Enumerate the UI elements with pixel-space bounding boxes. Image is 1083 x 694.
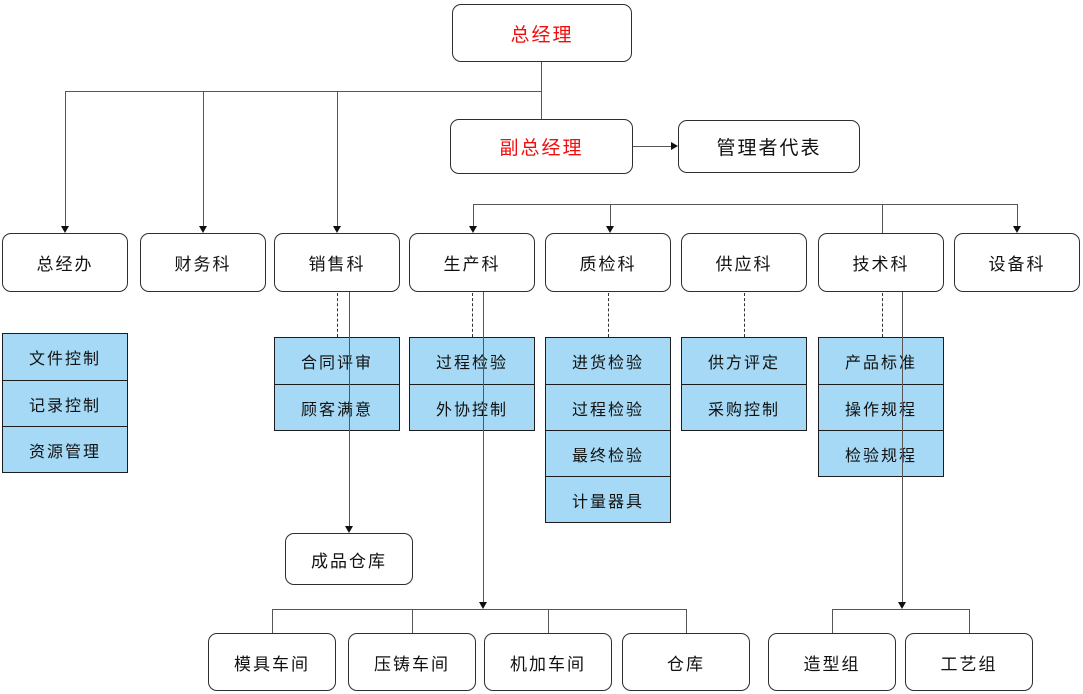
arrowhead-down-icon bbox=[61, 226, 69, 233]
stack-item: 资源管理 bbox=[3, 426, 127, 472]
arrowhead-down-icon bbox=[606, 226, 614, 233]
stack-item: 产品标准 bbox=[819, 338, 943, 384]
stack-item: 检验规程 bbox=[819, 430, 943, 476]
arrowhead-down-icon bbox=[199, 226, 207, 233]
node-dept-zhijianke: 质检科 bbox=[545, 233, 671, 292]
stack-item: 进货检验 bbox=[546, 338, 670, 384]
connector-left-rail bbox=[65, 91, 542, 92]
stack-item: 记录控制 bbox=[3, 380, 127, 426]
node-dept-shengchanke: 生产科 bbox=[409, 233, 535, 292]
dashed-link-jishu bbox=[882, 293, 883, 337]
stack-item: 顾客满意 bbox=[275, 384, 399, 430]
arrowhead-down-icon bbox=[333, 226, 341, 233]
stack-zongjingban: 文件控制 记录控制 资源管理 bbox=[2, 333, 128, 473]
node-finished-goods-warehouse: 成品仓库 bbox=[285, 533, 413, 585]
node-craft-group: 工艺组 bbox=[905, 633, 1033, 691]
connector-drop-jishuke bbox=[882, 204, 883, 233]
connector-drop-caiwuke bbox=[203, 91, 204, 227]
stack-item: 外协控制 bbox=[410, 384, 534, 430]
stack-item: 文件控制 bbox=[3, 334, 127, 380]
stack-item: 合同评审 bbox=[275, 338, 399, 384]
connector-drop-machining bbox=[548, 609, 549, 633]
node-mould-workshop: 模具车间 bbox=[208, 633, 336, 691]
connector-shengchan-workshops bbox=[483, 292, 484, 602]
connector-groups-rail bbox=[832, 609, 970, 610]
arrowhead-down-icon bbox=[345, 526, 353, 533]
node-deputy-general-manager: 副总经理 bbox=[450, 119, 633, 174]
dashed-link-xiaoshou bbox=[337, 293, 338, 337]
stack-item: 最终检验 bbox=[546, 430, 670, 476]
node-diecast-workshop: 压铸车间 bbox=[348, 633, 476, 691]
stack-item: 操作规程 bbox=[819, 384, 943, 430]
stack-jishu: 产品标准 操作规程 检验规程 bbox=[818, 337, 944, 477]
connector-drop-warehouse bbox=[686, 609, 687, 633]
dashed-link-zhijian bbox=[608, 293, 609, 337]
stack-zhijian: 进货检验 过程检验 最终检验 计量器具 bbox=[545, 337, 671, 523]
connector-drop-craft-group bbox=[969, 609, 970, 633]
connector-workshops-rail bbox=[272, 609, 687, 610]
node-dept-zongjingban: 总经办 bbox=[2, 233, 128, 292]
connector-jishu-groups bbox=[902, 292, 903, 602]
connector-drop-mould bbox=[272, 609, 273, 633]
dashed-link-shengchan bbox=[472, 293, 473, 337]
connector-gm-dgm bbox=[541, 62, 542, 119]
connector-drop-xiaoshouke bbox=[337, 91, 338, 227]
connector-drop-zhijianke bbox=[610, 204, 611, 227]
node-machining-workshop: 机加车间 bbox=[484, 633, 612, 691]
stack-xiaoshou: 合同评审 顾客满意 bbox=[274, 337, 400, 431]
node-molding-group: 造型组 bbox=[768, 633, 896, 691]
connector-right-rail bbox=[473, 204, 1018, 205]
node-dept-jishuke: 技术科 bbox=[818, 233, 944, 292]
arrowhead-down-icon bbox=[898, 602, 906, 609]
node-management-representative: 管理者代表 bbox=[678, 120, 860, 173]
connector-drop-shengchanke bbox=[473, 204, 474, 227]
connector-drop-shebeike bbox=[1017, 204, 1018, 227]
connector-drop-molding-group bbox=[832, 609, 833, 633]
stack-item: 供方评定 bbox=[682, 338, 806, 384]
node-dept-gongyingke: 供应科 bbox=[681, 233, 807, 292]
connector-xiaoshou-warehouse bbox=[349, 292, 350, 526]
connector-drop-zongjingban bbox=[65, 91, 66, 227]
arrowhead-right-icon bbox=[671, 142, 678, 150]
arrowhead-down-icon bbox=[469, 226, 477, 233]
node-dept-caiwuke: 财务科 bbox=[140, 233, 266, 292]
stack-item: 过程检验 bbox=[546, 384, 670, 430]
node-dept-xiaoshouke: 销售科 bbox=[274, 233, 400, 292]
dashed-link-gongying bbox=[744, 293, 745, 337]
stack-shengchan: 过程检验 外协控制 bbox=[409, 337, 535, 431]
arrowhead-down-icon bbox=[1013, 226, 1021, 233]
connector-dgm-rep bbox=[633, 146, 672, 147]
stack-item: 计量器具 bbox=[546, 476, 670, 522]
node-dept-shebeike: 设备科 bbox=[954, 233, 1080, 292]
stack-item: 过程检验 bbox=[410, 338, 534, 384]
node-warehouse: 仓库 bbox=[622, 633, 750, 691]
stack-item: 采购控制 bbox=[682, 384, 806, 430]
stack-gongying: 供方评定 采购控制 bbox=[681, 337, 807, 431]
connector-drop-diecast bbox=[412, 609, 413, 633]
node-general-manager: 总经理 bbox=[452, 4, 632, 62]
arrowhead-down-icon bbox=[479, 602, 487, 609]
